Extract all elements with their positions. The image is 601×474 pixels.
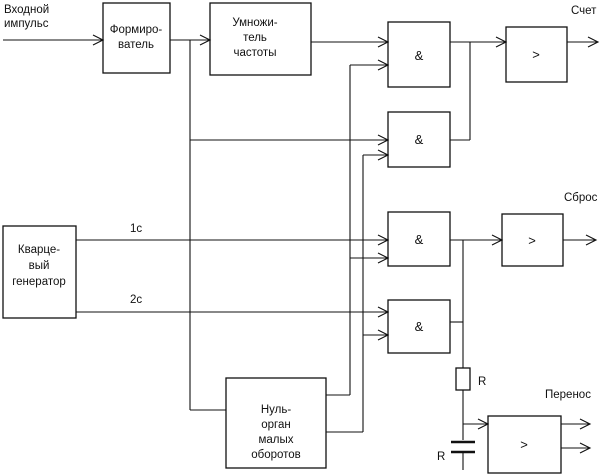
null-label-line2: орган bbox=[261, 419, 290, 431]
arrow-head bbox=[585, 234, 598, 246]
carry-amp-symbol: > bbox=[520, 437, 528, 452]
signal-1s-label: 1с bbox=[130, 223, 142, 235]
resistor-label: R bbox=[478, 376, 486, 388]
frequency-multiplier-block bbox=[209, 2, 312, 76]
null-label-line3: малых bbox=[258, 434, 293, 446]
input-label-line2: импульс bbox=[4, 18, 49, 30]
arrow-head bbox=[377, 252, 390, 264]
arrow-head bbox=[377, 306, 390, 318]
mult-label-line2: тель bbox=[243, 32, 267, 44]
quartz-label-line3: генератор bbox=[12, 276, 66, 288]
and-gate-2 bbox=[387, 111, 451, 168]
null-label-line1: Нуль- bbox=[261, 404, 292, 416]
arrow-head bbox=[199, 34, 212, 46]
carry-label: Перенос bbox=[545, 389, 591, 401]
and-gate-3 bbox=[387, 211, 451, 267]
arrow-head bbox=[377, 36, 390, 48]
arrow-head bbox=[587, 36, 600, 48]
count-amplifier bbox=[505, 26, 568, 83]
quartz-label-line2: вый bbox=[29, 260, 50, 272]
arrow-head bbox=[491, 234, 504, 246]
quartz-label-line1: Кварце- bbox=[18, 244, 60, 256]
carry-amplifier bbox=[487, 415, 562, 474]
capacitor-label: R bbox=[437, 451, 445, 463]
count-label: Счет bbox=[571, 5, 597, 17]
arrow-head bbox=[377, 134, 390, 146]
arrow-head bbox=[377, 234, 390, 246]
mult-label-line1: Умножи- bbox=[232, 17, 277, 29]
and-gate-1-symbol: & bbox=[415, 48, 424, 63]
arrow-head bbox=[579, 442, 592, 454]
null-organ-block bbox=[225, 377, 327, 469]
arrow-head bbox=[377, 329, 390, 341]
arrow-head bbox=[477, 418, 490, 430]
and-gate-4-symbol: & bbox=[415, 319, 424, 334]
mult-label-line3: частоты bbox=[234, 47, 277, 59]
reset-amp-symbol: > bbox=[528, 233, 536, 248]
arrow-head bbox=[377, 149, 390, 161]
shaper-label-line2: ватель bbox=[118, 39, 154, 51]
count-amp-symbol: > bbox=[532, 47, 540, 62]
and-gate-2-symbol: & bbox=[415, 132, 424, 147]
and-gate-1 bbox=[387, 21, 451, 88]
resistor-symbol bbox=[455, 367, 471, 391]
arrow-head bbox=[495, 36, 508, 48]
and-gate-3-symbol: & bbox=[415, 232, 424, 247]
reset-label: Сброс bbox=[564, 192, 598, 204]
quartz-generator-block bbox=[2, 225, 77, 319]
arrow-head bbox=[377, 59, 390, 71]
shaper-label-line1: Формиро- bbox=[110, 24, 163, 36]
reset-amplifier bbox=[501, 213, 564, 267]
arrow-head bbox=[579, 418, 592, 430]
null-label-line4: оборотов bbox=[251, 449, 301, 461]
arrow-head bbox=[92, 34, 105, 46]
input-label-line1: Входной bbox=[4, 4, 49, 16]
and-gate-4 bbox=[387, 299, 451, 354]
signal-2s-label: 2с bbox=[130, 294, 142, 306]
shaper-block bbox=[102, 2, 171, 74]
